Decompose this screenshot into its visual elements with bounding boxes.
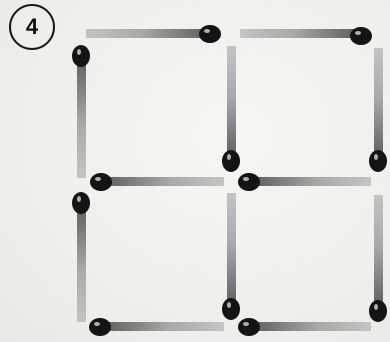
matchstick-upper-left-vertical (72, 45, 90, 178)
matchstick-lower-right-vertical (369, 195, 387, 322)
matchstick-top-left (86, 25, 221, 43)
matchstick-middle-right (238, 173, 371, 191)
matchstick-middle-left (90, 173, 224, 191)
matchstick-lower-left-vertical (72, 192, 90, 322)
matchstick-bottom-right (238, 318, 371, 336)
matchstick-bottom-left (89, 318, 224, 336)
matchstick-lower-middle-vertical (222, 193, 240, 320)
matchstick-top-right (240, 27, 372, 45)
matchstick-upper-middle-vertical (222, 46, 240, 172)
matchstick-upper-right-vertical (369, 48, 387, 172)
